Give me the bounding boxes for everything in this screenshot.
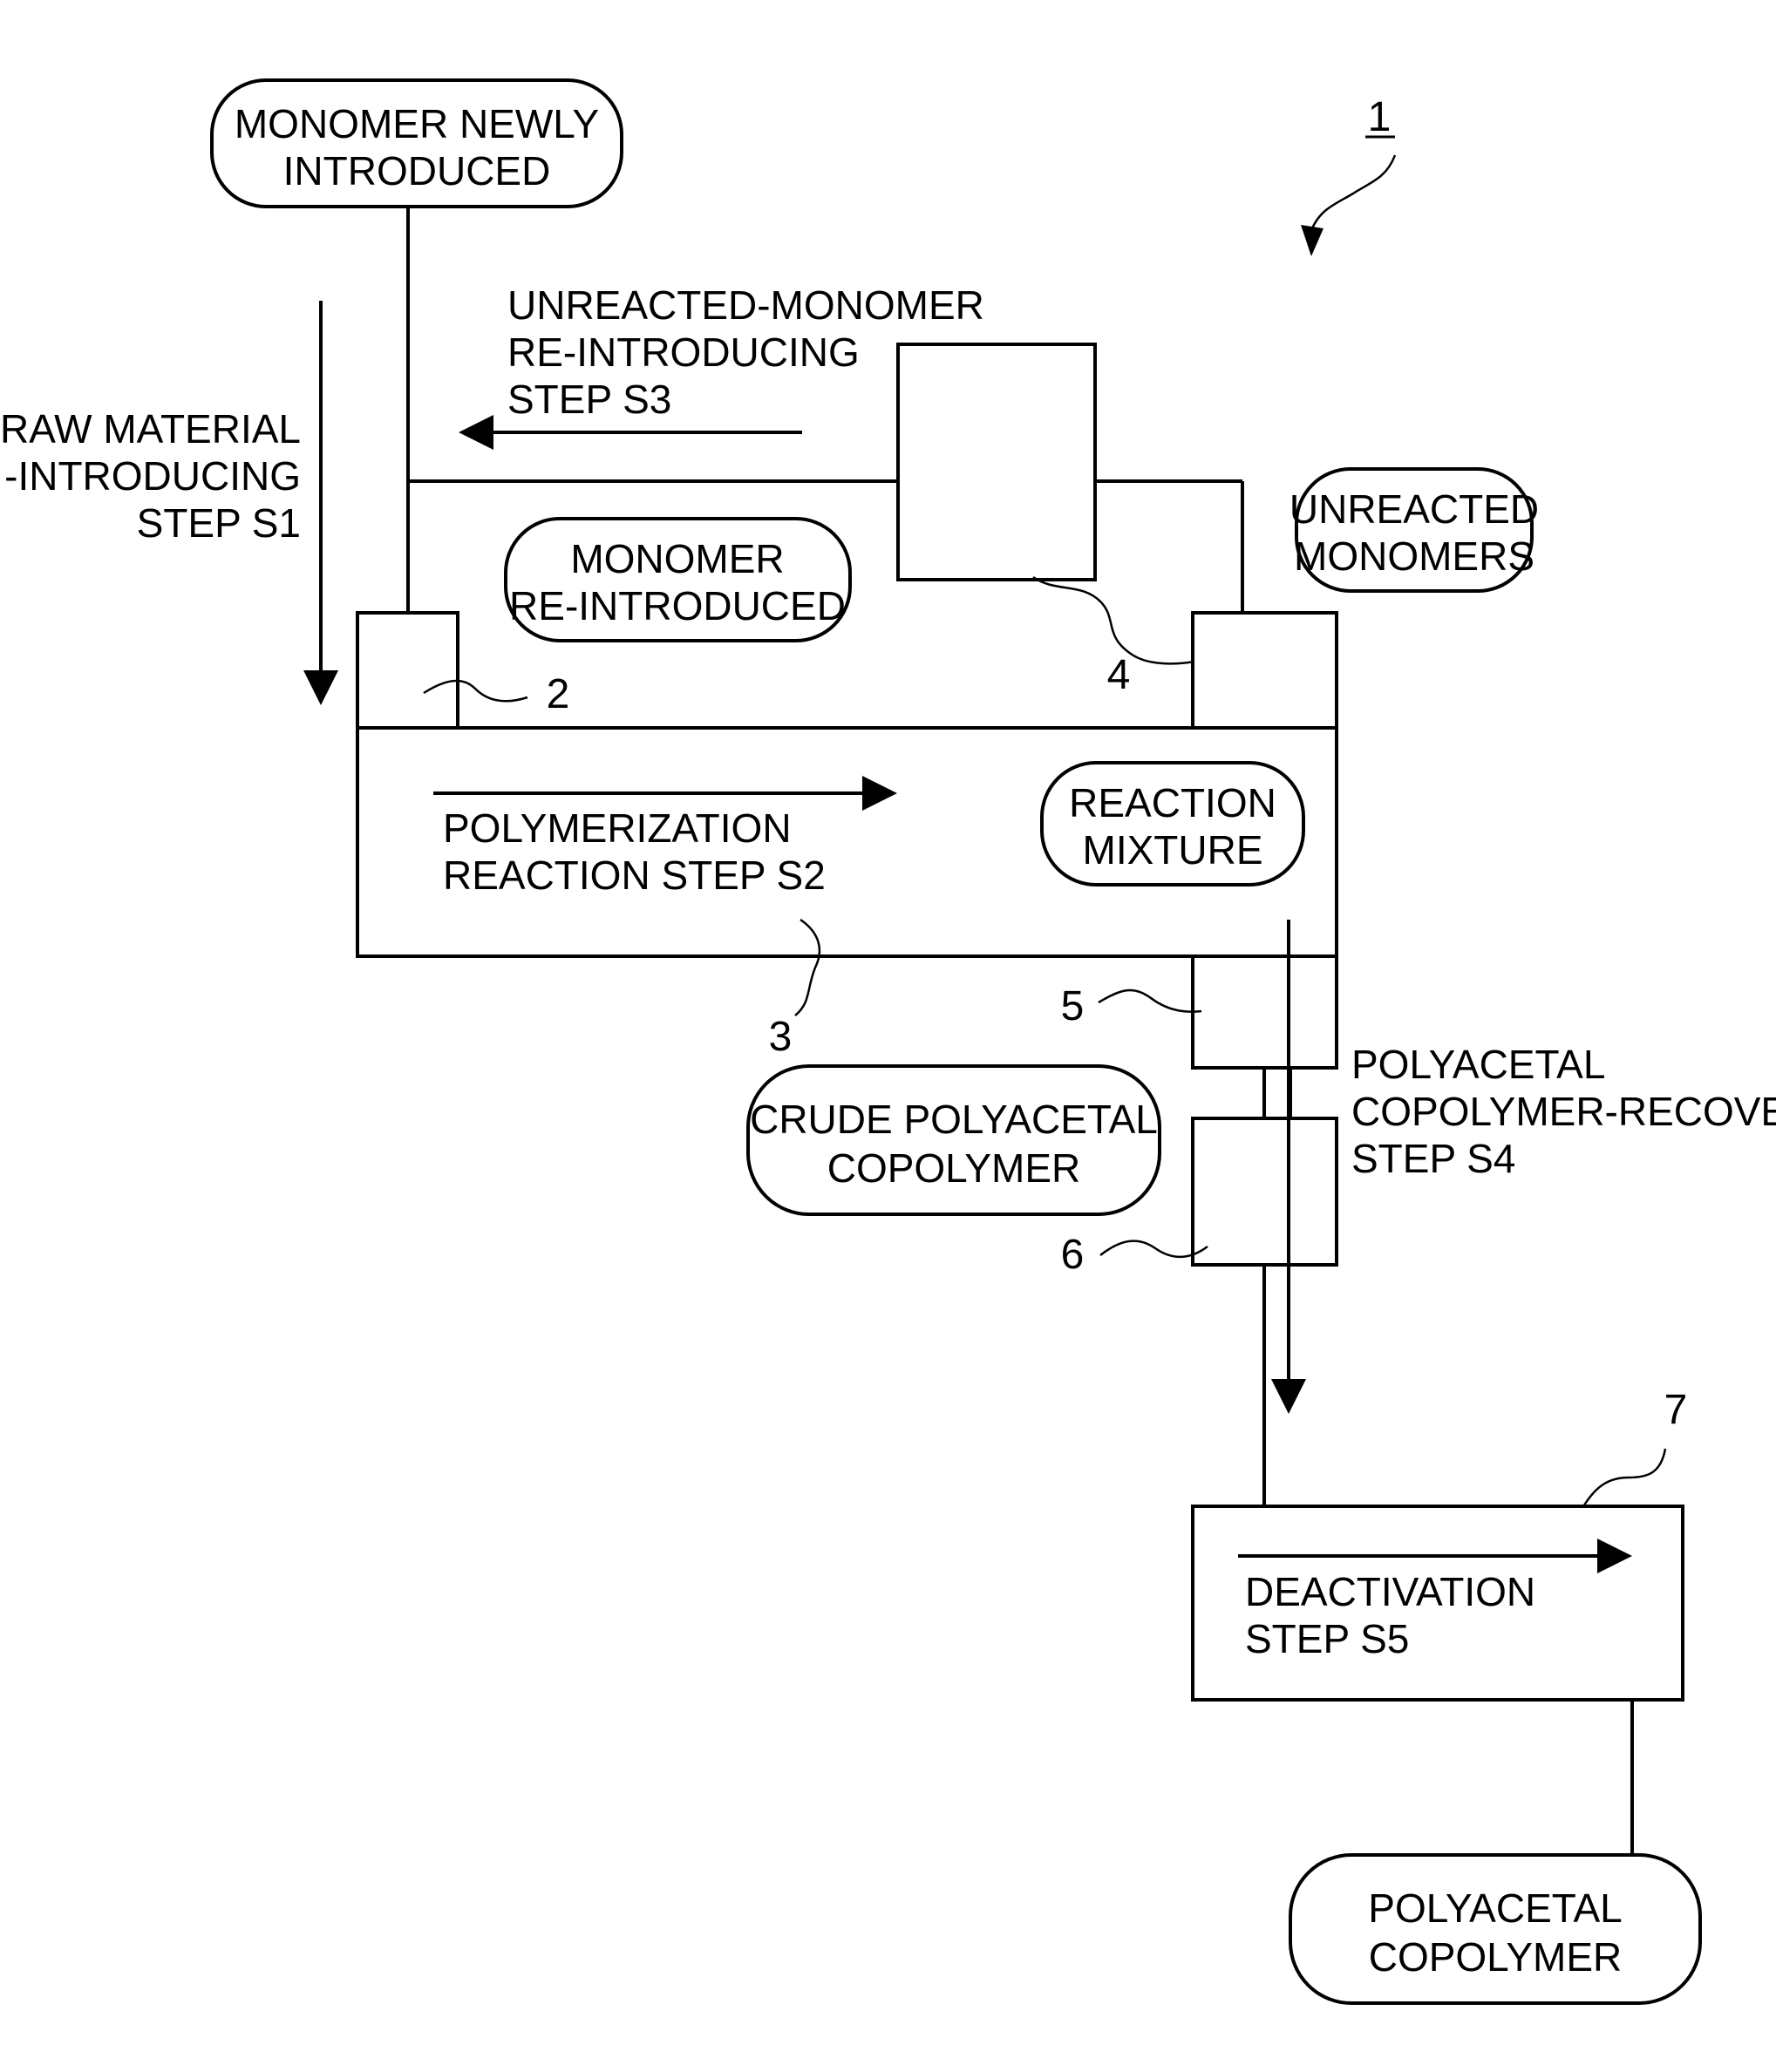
svg-text:UNREACTED: UNREACTED (1289, 486, 1539, 532)
svg-text:MONOMERS: MONOMERS (1294, 533, 1534, 579)
svg-text:UNREACTED-MONOMER: UNREACTED-MONOMER (507, 282, 984, 328)
svg-text:STEP S5: STEP S5 (1245, 1616, 1409, 1661)
svg-text:INTRODUCED: INTRODUCED (283, 148, 551, 194)
svg-text:POLYACETAL: POLYACETAL (1368, 1885, 1622, 1931)
terminal-unreacted-monomers: UNREACTED MONOMERS (1289, 469, 1539, 591)
ref-3: 3 (769, 1014, 793, 1060)
step-s1-label: RAW MATERIAL -INTRODUCING STEP S1 (0, 406, 301, 546)
svg-text:REACTION STEP S2: REACTION STEP S2 (443, 853, 826, 898)
separator-unit (898, 344, 1095, 580)
vent-unit (1193, 613, 1337, 728)
ref-5: 5 (1061, 983, 1085, 1029)
svg-text:MONOMER: MONOMER (570, 536, 784, 581)
connector-pipe (1264, 1068, 1290, 1118)
svg-text:CRUDE POLYACETAL: CRUDE POLYACETAL (750, 1097, 1158, 1142)
svg-text:STEP S1: STEP S1 (137, 500, 301, 546)
ref-5-leader (1099, 990, 1201, 1012)
feeder-unit (357, 613, 458, 728)
ref-6: 6 (1061, 1232, 1085, 1278)
terminal-crude-polyacetal: CRUDE POLYACETAL COPOLYMER (748, 1066, 1160, 1214)
svg-text:COPOLYMER-RECOVERY: COPOLYMER-RECOVERY (1351, 1089, 1776, 1134)
svg-text:-INTRODUCING: -INTRODUCING (4, 453, 301, 499)
figure-ref-leader (1312, 155, 1395, 228)
svg-text:COPOLYMER: COPOLYMER (827, 1145, 1081, 1191)
svg-text:MIXTURE: MIXTURE (1083, 827, 1263, 873)
svg-text:STEP S4: STEP S4 (1351, 1136, 1515, 1181)
figure-ref-arrowhead (1301, 225, 1323, 256)
svg-text:POLYMERIZATION: POLYMERIZATION (443, 805, 792, 851)
ref-7-leader (1582, 1449, 1665, 1508)
step-s4-label: POLYACETAL COPOLYMER-RECOVERY STEP S4 (1351, 1042, 1776, 1181)
svg-text:RE-INTRODUCED: RE-INTRODUCED (509, 583, 846, 628)
terminal-monomer-newly-introduced: MONOMER NEWLY INTRODUCED (212, 80, 622, 207)
figure-ref: 1 (1368, 94, 1392, 140)
svg-text:STEP S3: STEP S3 (507, 377, 671, 422)
terminal-monomer-reintroduced: MONOMER RE-INTRODUCED (506, 519, 850, 641)
svg-text:COPOLYMER: COPOLYMER (1369, 1934, 1623, 1980)
svg-text:RE-INTRODUCING: RE-INTRODUCING (507, 329, 860, 375)
svg-text:REACTION: REACTION (1069, 780, 1276, 825)
ref-2: 2 (547, 671, 570, 717)
terminal-reaction-mixture: REACTION MIXTURE (1042, 763, 1303, 885)
recovery-unit (1193, 1118, 1337, 1265)
discharge-unit (1193, 956, 1337, 1068)
ref-4: 4 (1107, 652, 1131, 698)
svg-text:DEACTIVATION: DEACTIVATION (1245, 1569, 1535, 1614)
svg-text:RAW MATERIAL: RAW MATERIAL (0, 406, 301, 452)
svg-text:POLYACETAL: POLYACETAL (1351, 1042, 1605, 1087)
svg-text:MONOMER NEWLY: MONOMER NEWLY (235, 101, 599, 146)
terminal-polyacetal-copolymer: POLYACETAL COPOLYMER (1290, 1855, 1700, 2003)
ref-7: 7 (1664, 1387, 1688, 1433)
